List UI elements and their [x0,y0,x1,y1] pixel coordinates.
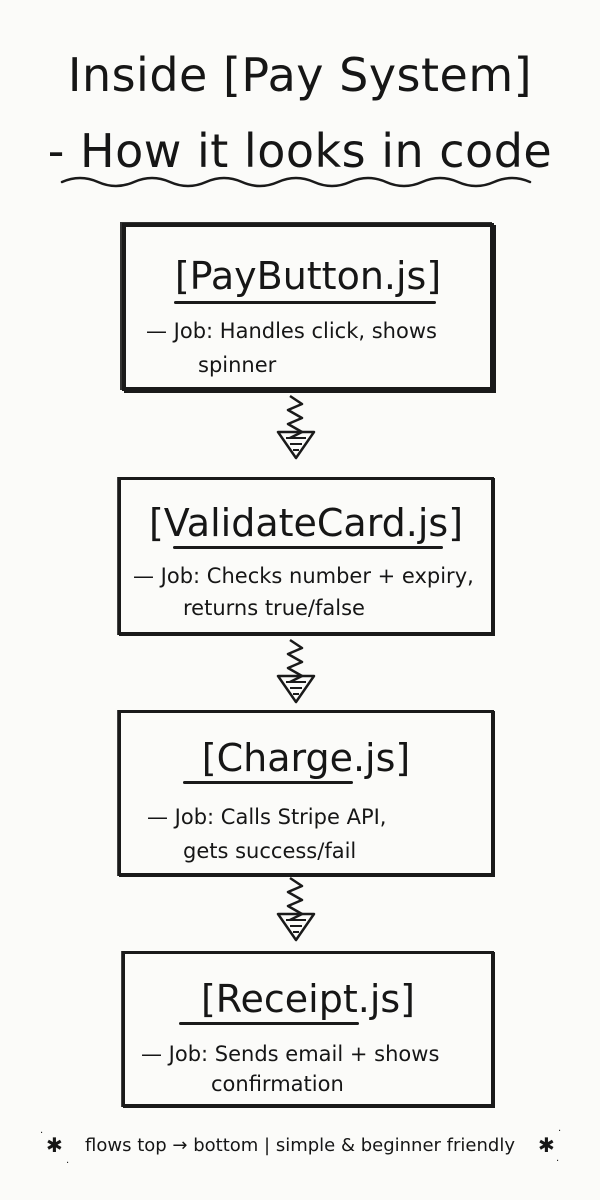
step-job-line2: gets success/fail [183,839,357,863]
sparkle-icon: · [66,1158,70,1169]
page-title-line1: Inside [Pay System] [67,48,533,102]
step-job-line2: returns true/false [183,596,365,620]
title-squiggle-underline [60,176,532,188]
step-box-paybutton: [PayButton.js] — Job: Handles click, sho… [122,223,494,391]
step-box-validatecard: [ValidateCard.js] — Job: Checks number +… [118,477,494,635]
down-arrow-icon [276,876,316,942]
step-job-line2: confirmation [211,1072,344,1096]
down-arrow-icon [276,394,316,460]
sparkle-icon: · [558,1126,562,1137]
step-job-line1: — Job: Handles click, shows [146,319,437,343]
step-name-underline [179,1022,359,1025]
step-name-underline [174,301,436,304]
step-box-receipt: [Receipt.js] — Job: Sends email + shows … [122,951,494,1107]
down-arrow-icon [276,638,316,704]
step-job-line2: spinner [198,353,277,377]
step-name-underline [173,546,443,549]
page-title-line2: - How it looks in code [47,124,553,178]
step-box-charge: [Charge.js] — Job: Calls Stripe API, get… [118,710,494,876]
step-name: [PayButton.js] [174,254,442,298]
step-name: [Receipt.js] [200,977,415,1021]
sparkle-icon: · [40,1128,44,1139]
step-name: [ValidateCard.js] [148,501,464,545]
sparkle-icon: ✱ [46,1133,63,1157]
footer-caption: flows top → bottom | simple & beginner f… [85,1135,515,1156]
sparkle-icon: ✱ [538,1133,555,1157]
sparkle-icon: · [556,1156,560,1167]
step-job-line1: — Job: Sends email + shows [141,1042,440,1066]
step-name: [Charge.js] [201,736,411,780]
step-job-line1: — Job: Checks number + expiry, [133,564,474,588]
step-name-underline [183,781,353,784]
step-job-line1: — Job: Calls Stripe API, [147,805,387,829]
